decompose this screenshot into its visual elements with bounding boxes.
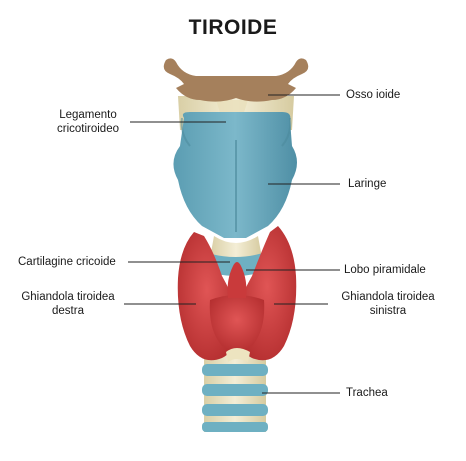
label-ghiandola-destra: Ghiandola tiroidea destra: [10, 290, 126, 318]
label-legamento-line1: Legamento: [59, 109, 117, 121]
label-gh-sinistra-line1: Ghiandola tiroidea: [341, 291, 435, 303]
label-trachea: Trachea: [346, 387, 388, 399]
label-gh-destra-line1: Ghiandola tiroidea: [21, 291, 115, 303]
trachea-ring: [202, 422, 268, 432]
label-cartilagine-cricoide: Cartilagine cricoide: [18, 256, 116, 268]
label-legamento-cricotiroideo: Legamento cricotiroideo: [28, 108, 148, 136]
label-osso-ioide: Osso ioide: [346, 89, 401, 101]
trachea: [202, 352, 268, 432]
trachea-ring: [202, 364, 268, 376]
label-ghiandola-sinistra: Ghiandola tiroidea sinistra: [330, 290, 446, 318]
label-gh-sinistra-line2: sinistra: [369, 305, 407, 317]
leader-lines: [124, 94, 340, 394]
label-lobo-piramidale: Lobo piramidale: [344, 264, 426, 276]
hyoid-bone: [163, 58, 309, 102]
label-gh-destra-line2: destra: [52, 305, 84, 317]
trachea-ring: [202, 384, 268, 396]
thyroid-gland: [177, 226, 297, 362]
pyramidal-lobe: [227, 262, 247, 298]
label-legamento-line2: cricotiroideo: [57, 123, 119, 135]
thyroid-isthmus: [209, 295, 265, 350]
label-laringe: Laringe: [348, 178, 387, 190]
diagram-title: TIROIDE: [188, 16, 278, 39]
trachea-ring: [202, 404, 268, 416]
